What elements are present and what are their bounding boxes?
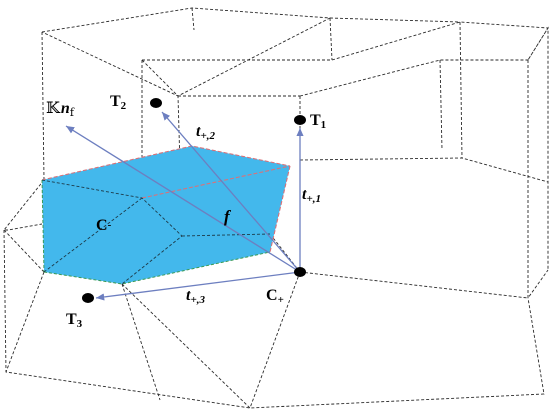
face-edge-left: [41, 179, 45, 273]
mesh-edge: [329, 17, 461, 23]
point-c-plus: [294, 267, 306, 277]
mesh-edge: [299, 59, 528, 97]
mesh-edge: [329, 17, 333, 61]
vectors: [65, 111, 304, 301]
label-t-plus-3: t+,3: [186, 287, 205, 306]
point-t1: [294, 115, 306, 125]
point-t2: [150, 98, 162, 108]
labels: T1 T2 T3 C+ C- f t+,1 t+,2 t+,3: [46, 93, 326, 330]
label-t2: T2: [110, 93, 127, 112]
vector-t2: [161, 111, 301, 273]
mesh-edge: [299, 157, 549, 183]
label-t1: T1: [310, 112, 326, 131]
mesh-edge: [3, 179, 45, 231]
mesh-edge: [299, 271, 529, 299]
point-t3: [82, 293, 94, 303]
label-c-minus: C-: [96, 217, 112, 234]
shared-face: [41, 145, 291, 285]
mesh-edge: [249, 271, 301, 409]
mesh-edge: [121, 283, 161, 401]
face-edge-top-inner: [141, 165, 291, 199]
label-c-plus: C+: [266, 287, 284, 306]
mesh-edge: [269, 233, 301, 273]
face-edge-inner: [41, 179, 183, 285]
mesh-edge: [3, 229, 45, 273]
mesh-wireframe: [3, 7, 549, 409]
face-edge-right: [269, 165, 291, 253]
mesh-edge: [331, 21, 549, 270]
label-t3: T3: [66, 311, 83, 330]
mesh-edge: [459, 21, 463, 159]
vector-kn: [65, 125, 301, 273]
label-t-plus-2: t+,2: [196, 123, 215, 142]
mesh-edge: [191, 7, 195, 31]
mesh-edge: [3, 229, 545, 409]
mesh-edge: [5, 271, 45, 373]
label-f: f: [224, 207, 232, 226]
face-edge-inner: [43, 197, 143, 273]
vector-t3: [95, 271, 301, 301]
face-edge-bottom: [43, 251, 271, 285]
face-f-fill: [42, 146, 290, 284]
mesh-edge: [439, 59, 443, 151]
mesh-edge: [41, 31, 45, 181]
points: [82, 98, 306, 303]
label-t-plus-1: t+,1: [302, 186, 321, 205]
mesh-edge: [41, 7, 332, 97]
label-k-n-f: 𝕂nf: [46, 98, 75, 119]
